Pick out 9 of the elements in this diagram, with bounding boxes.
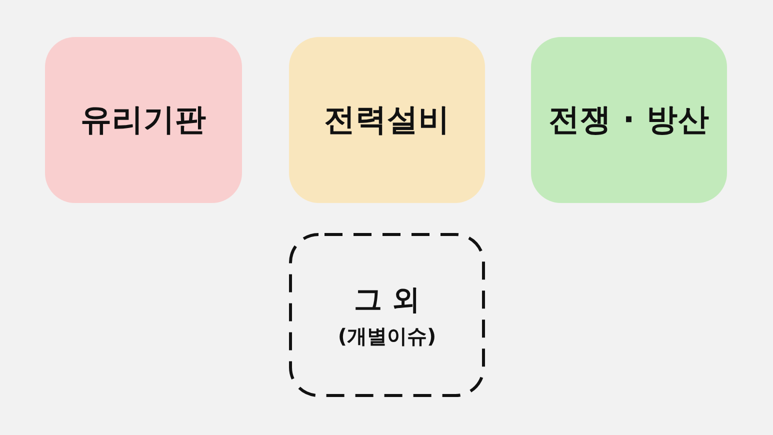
category-label: 전쟁 · 방산: [548, 101, 710, 140]
dashed-box: [289, 233, 485, 397]
box-subtext: (개별이슈): [338, 322, 436, 350]
box-heading: 그 외: [354, 282, 420, 318]
category-label: 전력설비: [324, 101, 450, 140]
category-box: [289, 37, 485, 203]
category-box: [45, 37, 242, 203]
category-box: [531, 37, 727, 203]
category-label: 유리기판: [80, 101, 206, 140]
